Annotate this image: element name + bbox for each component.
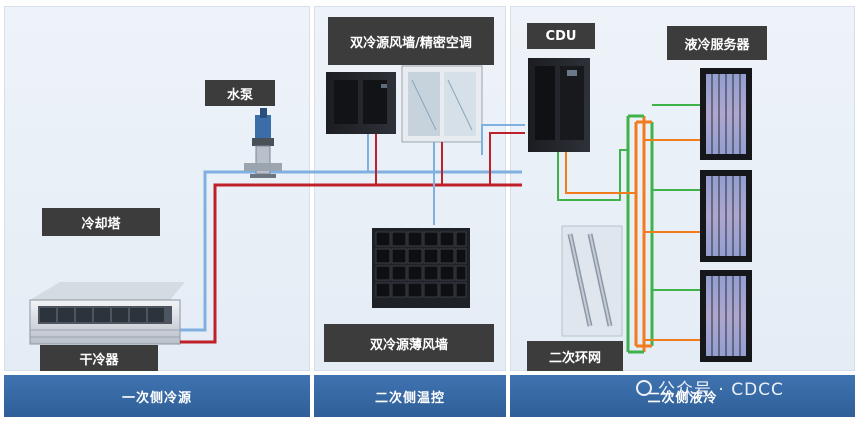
thin-fan-wall-unit xyxy=(372,228,470,308)
footer-primary-cooling: 一次侧冷源 xyxy=(4,375,310,417)
server-rack-1 xyxy=(700,68,752,160)
pump-label: 水泵 xyxy=(205,80,275,106)
cdu-supply-pipe xyxy=(557,149,628,201)
dry-cooler-label: 干冷器 xyxy=(40,345,158,371)
secondary-loop-label: 二次环网 xyxy=(527,341,623,371)
cdu-return-pipe xyxy=(565,152,636,194)
server-rack-3 xyxy=(700,270,752,362)
cooling-tower-label: 冷却塔 xyxy=(42,208,160,236)
liquid-server-label: 液冷服务器 xyxy=(667,26,767,60)
footer-secondary-temp-control: 二次侧温控 xyxy=(314,375,506,417)
precision-ac-unit xyxy=(401,65,483,143)
cdu-cabinet xyxy=(528,58,590,152)
fan-wall-cabinet xyxy=(326,72,396,134)
ac-to-cdu-hot-link xyxy=(489,132,525,185)
server-rack-2 xyxy=(700,170,752,262)
footer-secondary-liquid-cooling: 二次侧液冷 xyxy=(510,375,855,417)
cdu-label: CDU xyxy=(527,23,595,49)
ac-to-cdu-cold-link xyxy=(481,124,525,155)
water-pump-unit xyxy=(244,108,282,178)
primary-hot-pipe xyxy=(180,183,522,344)
watermark-text: 公众号 · CDCC xyxy=(658,380,784,400)
wechat-icon xyxy=(636,379,652,396)
dry-cooler-unit xyxy=(29,282,185,345)
watermark: 公众号 · CDCC xyxy=(636,375,784,400)
thin-fan-wall-label: 双冷源薄风墙 xyxy=(324,324,494,362)
secondary-loop-manifold xyxy=(561,225,623,337)
fan-wall-ac-label: 双冷源风墙/精密空调 xyxy=(328,17,494,65)
primary-cold-pipe xyxy=(180,170,522,332)
